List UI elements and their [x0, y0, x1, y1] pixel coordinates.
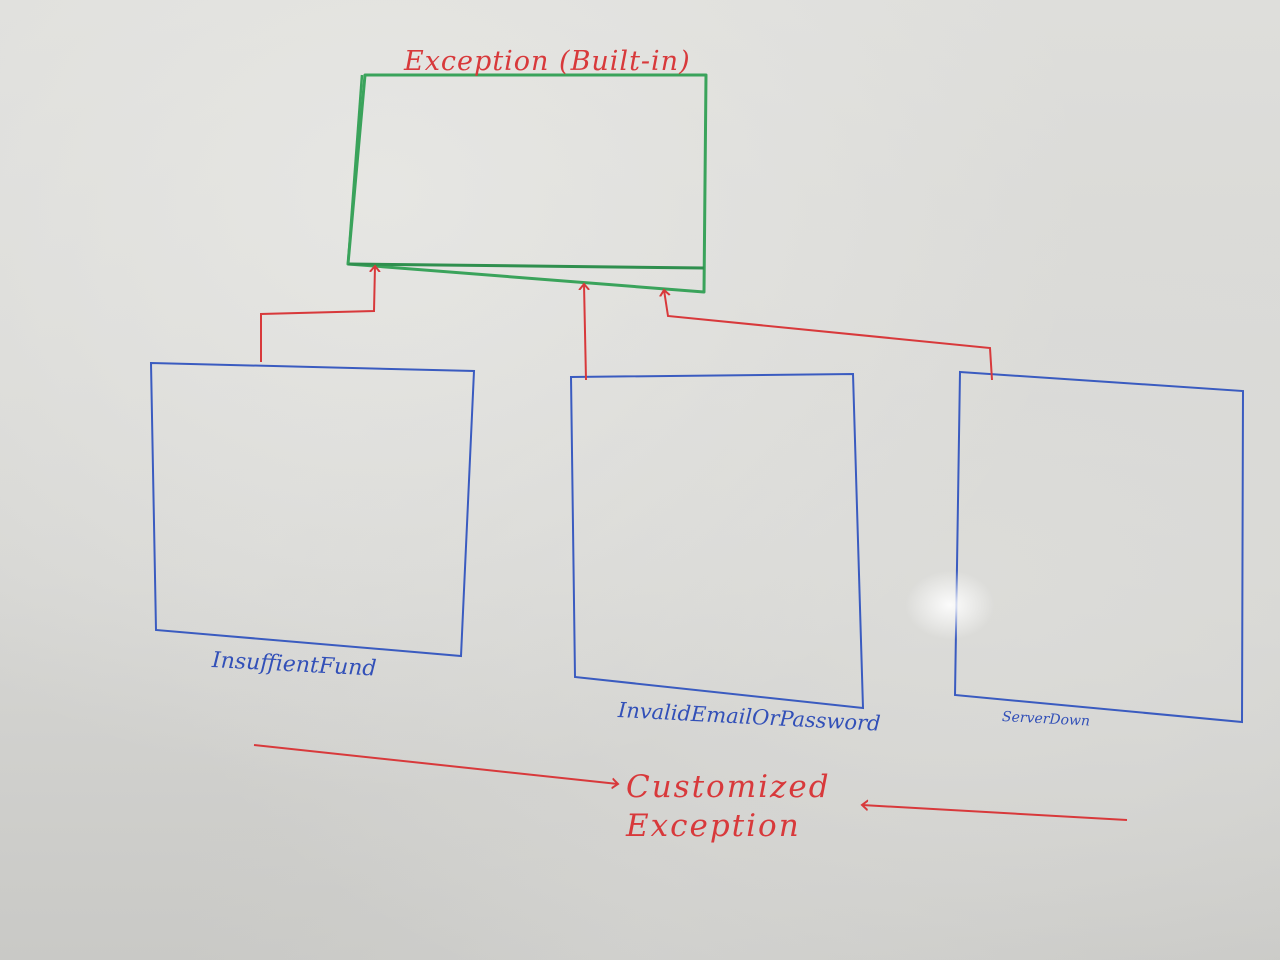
- base-exception-label: Exception (Built-in): [404, 46, 691, 77]
- arrow-left-to-annotation: [253, 744, 618, 784]
- annotation-line-2: Exception: [626, 807, 801, 844]
- insufficient-fund-box: [149, 361, 476, 658]
- base-exception-box: [346, 73, 708, 294]
- base-box-left-edge: [346, 74, 364, 265]
- invalid-email-box: [569, 372, 865, 710]
- arrow-server-to-base: [664, 290, 993, 381]
- customized-exception-annotation: Customized Exception: [626, 768, 831, 846]
- server-down-box: [953, 370, 1245, 724]
- annotation-line-1: Customized: [626, 769, 831, 805]
- arrow-insufficient-to-base: [260, 266, 375, 362]
- arrow-right-to-annotation: [862, 805, 1128, 821]
- arrow-invalid-to-base: [584, 284, 586, 381]
- base-box-underline: [347, 262, 705, 270]
